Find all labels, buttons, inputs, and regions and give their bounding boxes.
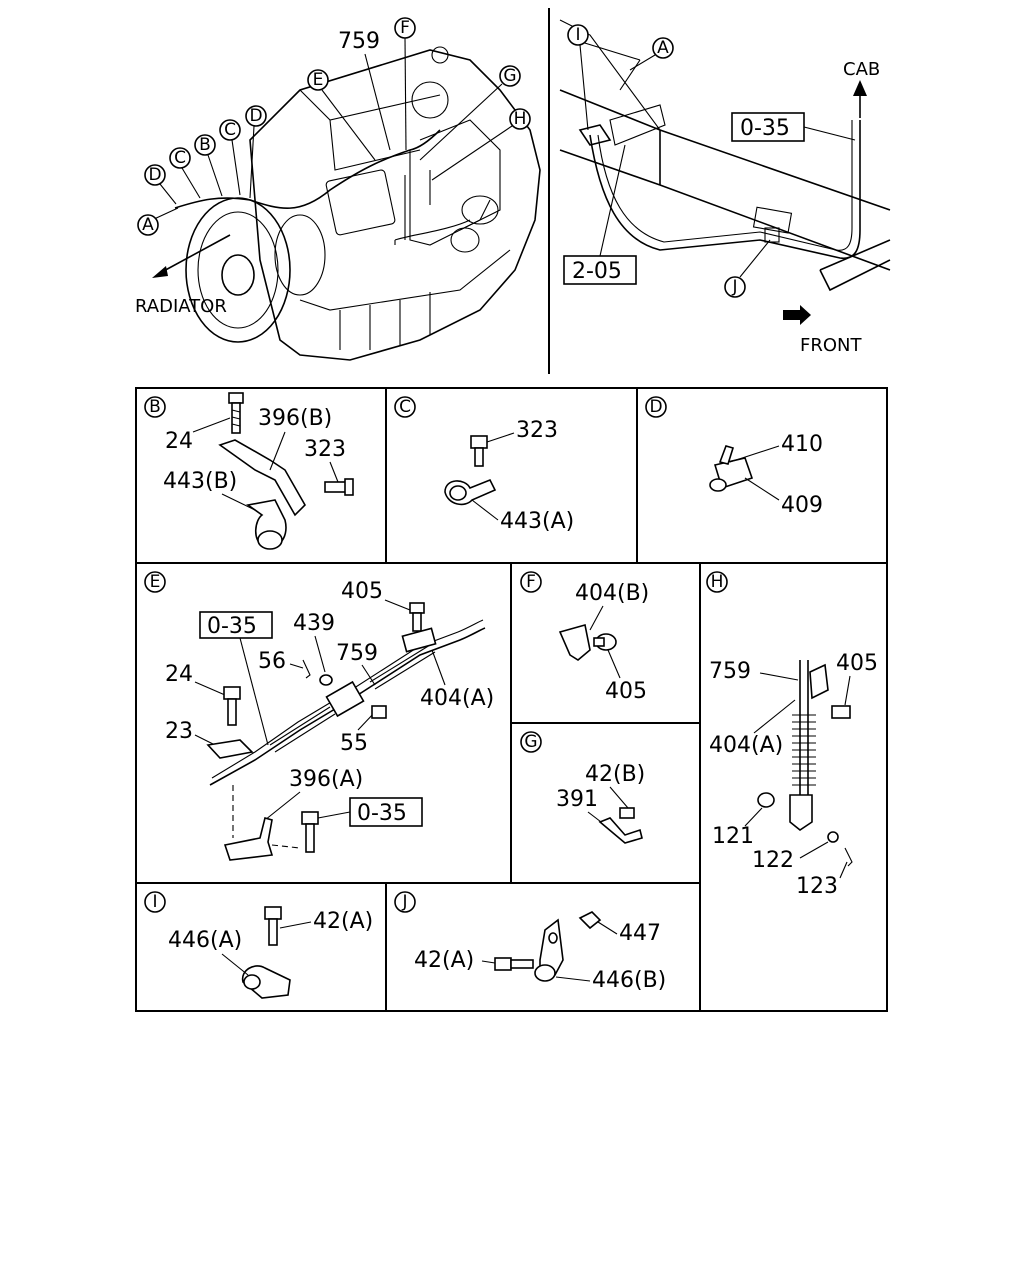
detail-e-letter: E: [150, 572, 161, 592]
detail-g-part-42b: 42(B): [585, 762, 645, 787]
detail-b-part-323: 323: [304, 437, 346, 462]
detail-i: I 42(A) 446(A): [144, 891, 373, 999]
detail-j-letter: J: [401, 892, 407, 912]
detail-e-ref-0-35-b: 0-35: [357, 801, 407, 826]
detail-j: J 447 42(A) 446(B): [394, 891, 666, 993]
engine-callout-h: H: [431, 108, 531, 181]
detail-e-ref-0-35-a: 0-35: [207, 614, 257, 639]
radiator-label: RADIATOR: [135, 296, 227, 317]
detail-b-part-443b: 443(B): [163, 469, 237, 494]
detail-h-letter: H: [711, 572, 724, 592]
detail-d-letter: D: [649, 397, 662, 417]
front-label: FRONT: [800, 335, 862, 356]
detail-e-part-404a: 404(A): [420, 686, 494, 711]
svg-text:A: A: [657, 38, 669, 58]
frame-overview: CAB 0-35 2-05 I A J FRONT: [559, 19, 891, 356]
svg-text:B: B: [199, 135, 211, 155]
detail-c: C 323 443(A): [394, 396, 574, 534]
detail-j-part-446b: 446(B): [592, 968, 666, 993]
detail-f-part-404b: 404(B): [575, 581, 649, 606]
engine-overview: RADIATOR 759 A B C C D D E F G H: [135, 17, 541, 361]
detail-e-part-23: 23: [165, 719, 193, 744]
detail-g-letter: G: [524, 732, 537, 752]
engine-callout-b: B: [194, 134, 223, 197]
engine-callout-c2: C: [219, 119, 241, 196]
detail-h-part-759: 759: [709, 659, 751, 684]
detail-h: H 759 405 404(A) 121 122 123: [706, 571, 878, 899]
detail-e-part-759: 759: [336, 641, 378, 666]
engine-callout-e: E: [307, 69, 376, 161]
detail-i-part-42a: 42(A): [313, 909, 373, 934]
detail-b-part-24: 24: [165, 429, 193, 454]
svg-text:H: H: [514, 109, 527, 129]
detail-f-part-405: 405: [605, 679, 647, 704]
frame-callout-a: A: [629, 37, 674, 71]
svg-text:C: C: [224, 120, 236, 140]
detail-b-letter: B: [149, 397, 161, 417]
detail-h-part-123: 123: [796, 874, 838, 899]
detail-d-part-409: 409: [781, 493, 823, 518]
detail-f-letter: F: [526, 572, 536, 592]
detail-e-part-24: 24: [165, 662, 193, 687]
detail-grid: [135, 387, 888, 1012]
svg-text:D: D: [148, 165, 161, 185]
svg-text:D: D: [249, 106, 262, 126]
frame-callout-j: J: [724, 239, 771, 298]
detail-h-part-405: 405: [836, 651, 878, 676]
detail-h-part-404a: 404(A): [709, 733, 783, 758]
engine-part-759: 759: [338, 29, 380, 54]
engine-callout-c1: C: [169, 147, 201, 199]
engine-callout-f: F: [394, 17, 416, 151]
detail-e-part-56: 56: [258, 649, 286, 674]
detail-i-letter: I: [152, 892, 157, 912]
frame-ref-0-35: 0-35: [740, 116, 790, 141]
detail-d: D 410 409: [645, 396, 823, 518]
detail-h-part-122: 122: [752, 848, 794, 873]
frame-ref-2-05: 2-05: [572, 259, 622, 284]
svg-text:G: G: [503, 66, 516, 86]
svg-text:I: I: [575, 25, 580, 45]
detail-f: F 404(B) 405: [520, 571, 649, 704]
svg-text:E: E: [313, 70, 324, 90]
detail-c-letter: C: [399, 397, 411, 417]
engine-callout-g: G: [419, 65, 521, 161]
detail-e-part-439: 439: [293, 611, 335, 636]
detail-d-part-410: 410: [781, 432, 823, 457]
frame-callout-i: I: [567, 24, 589, 131]
detail-g: G 42(B) 391: [520, 731, 645, 844]
cab-label: CAB: [843, 59, 880, 80]
detail-j-part-42a: 42(A): [414, 948, 474, 973]
engine-callout-d2: D: [245, 105, 267, 199]
svg-text:A: A: [142, 215, 154, 235]
detail-e-part-396a: 396(A): [289, 767, 363, 792]
detail-i-part-446a: 446(A): [168, 928, 242, 953]
detail-j-part-447: 447: [619, 921, 661, 946]
detail-e-part-55: 55: [340, 731, 368, 756]
engine-callout-a: A: [137, 207, 179, 236]
svg-text:C: C: [174, 148, 186, 168]
detail-b-part-396b: 396(B): [258, 406, 332, 431]
svg-text:F: F: [400, 18, 410, 38]
svg-text:J: J: [731, 277, 737, 297]
detail-e: E 405 0-35 439 56 759 24 404: [144, 571, 494, 861]
detail-b: B 24 396(B) 323 443(B): [144, 392, 354, 550]
detail-e-part-405: 405: [341, 579, 383, 604]
detail-h-part-121: 121: [712, 824, 754, 849]
detail-c-part-443a: 443(A): [500, 509, 574, 534]
engine-callout-d1: D: [144, 164, 177, 205]
detail-c-part-323: 323: [516, 418, 558, 443]
detail-g-part-391: 391: [556, 787, 598, 812]
